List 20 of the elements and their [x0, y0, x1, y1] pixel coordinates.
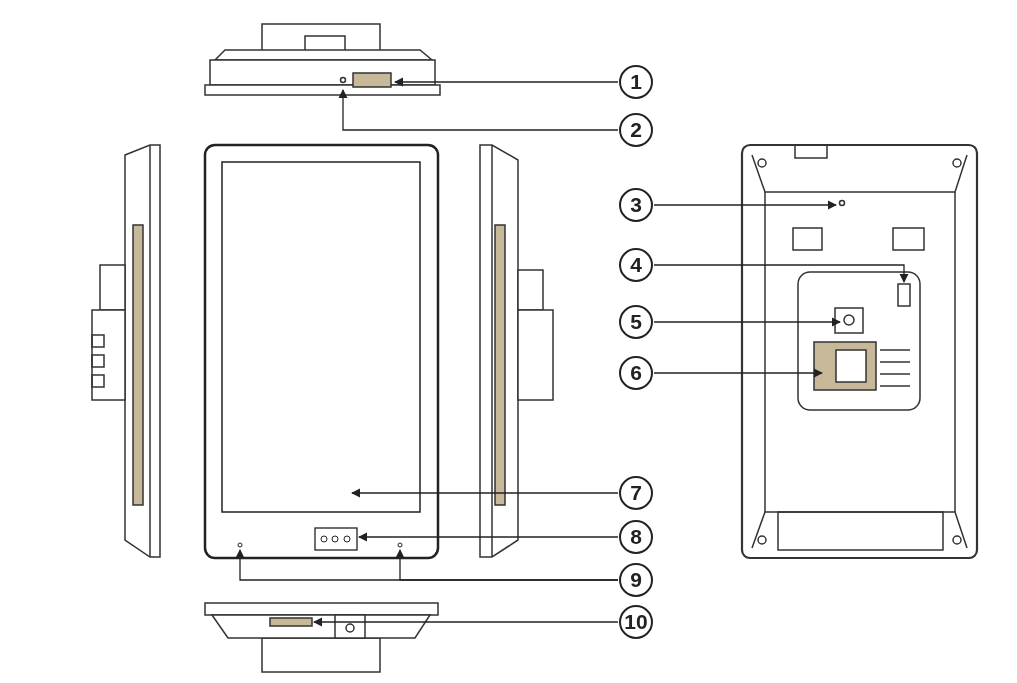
callout-number: 6 [619, 356, 653, 390]
callout-number: 3 [619, 188, 653, 222]
callout-number: 7 [619, 476, 653, 510]
leader-line [653, 264, 909, 283]
leader-line [358, 532, 619, 542]
leader-line [394, 77, 619, 87]
leader-line [653, 317, 841, 327]
callout-number: 10 [619, 605, 653, 639]
leader-line [653, 368, 823, 378]
callout-number: 2 [619, 113, 653, 147]
callout-number: 5 [619, 305, 653, 339]
callout-number: 4 [619, 248, 653, 282]
callout-number: 9 [619, 563, 653, 597]
callout-number: 8 [619, 520, 653, 554]
leader-line [351, 488, 619, 498]
leader-line [313, 617, 619, 627]
leader-line [395, 549, 619, 581]
leader-line [653, 200, 837, 210]
callout-number: 1 [619, 65, 653, 99]
leader-line [338, 89, 619, 131]
